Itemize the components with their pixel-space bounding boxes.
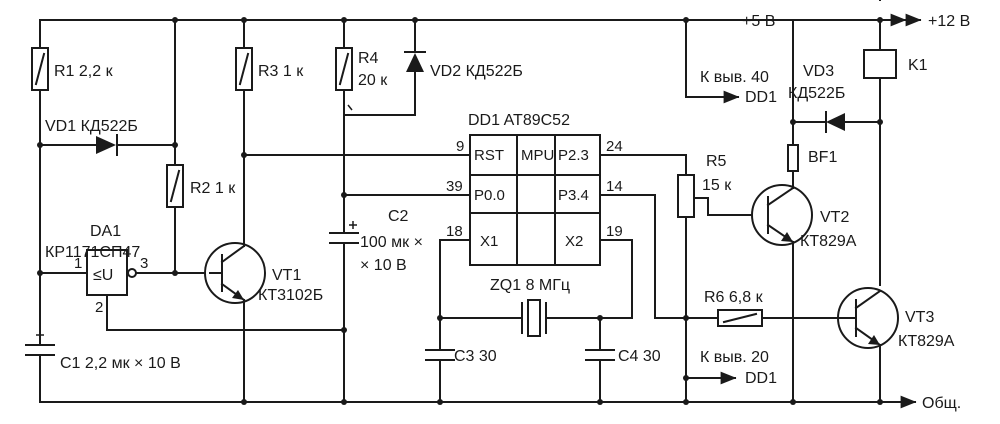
c1-capacitor	[25, 331, 55, 403]
zq1-crystal	[439, 299, 633, 337]
r2-resistor	[166, 164, 184, 274]
dd1-p00: P0.0	[474, 187, 505, 204]
da1-name: DA1	[90, 223, 121, 240]
r4-resistor	[335, 17, 353, 234]
vt1-transistor	[204, 154, 266, 403]
r1-resistor	[31, 19, 49, 346]
r5-label: R5	[706, 153, 727, 170]
c1-label: C1 2,2 мк × 10 В	[60, 355, 181, 372]
bf1-label: BF1	[808, 149, 837, 166]
c2-voltage: × 10 В	[360, 257, 407, 274]
dd1-rst: RST	[474, 147, 504, 164]
vd2-label: VD2 КД522Б	[430, 63, 523, 80]
plus5v-label: +5 В	[742, 13, 775, 30]
dd1-pin14: 14	[606, 178, 623, 195]
dd1-p34: P3.4	[558, 187, 589, 204]
vt2-type: КТ829А	[800, 233, 857, 250]
da1-pin3: 3	[140, 255, 148, 272]
dd1-mpu: MPU	[521, 147, 554, 164]
r2-label: R2 1 к	[190, 180, 236, 197]
vd3-diode	[792, 111, 881, 133]
vt2-transistor	[751, 184, 813, 403]
dd1-microcontroller	[469, 134, 601, 266]
vt1-label: VT1	[272, 267, 301, 284]
c2-value: 100 мк ×	[360, 234, 423, 251]
r4-value: 20 к	[358, 72, 388, 89]
pin20-dd1: DD1	[745, 370, 777, 387]
pin40-dd1: DD1	[745, 89, 777, 106]
r6-label: R6 6,8 к	[704, 289, 764, 306]
ground-label: Общ.	[922, 395, 961, 412]
r6-resistor	[717, 309, 841, 327]
vd1-diode	[39, 134, 176, 156]
dd1-name: DD1 AT89C52	[468, 112, 570, 129]
r5-resistor	[677, 174, 761, 403]
vt1-type: КТ3102Б	[258, 287, 323, 304]
vt3-label: VT3	[905, 309, 934, 326]
c3-capacitor	[425, 349, 455, 403]
c4-label: C4 30	[618, 348, 661, 365]
dd1-p23: P2.3	[558, 147, 589, 164]
vd3-label: VD3	[803, 63, 834, 80]
vd2-diode	[404, 17, 426, 116]
r1-label: R1 2,2 к	[54, 63, 114, 80]
da1-supervisor	[39, 249, 345, 331]
r5-value: 15 к	[702, 177, 732, 194]
vd3-type: КД522Б	[788, 85, 845, 102]
c2-label: C2	[388, 208, 409, 225]
dd1-x1: X1	[480, 233, 498, 250]
vt3-type: КТ829А	[898, 333, 955, 350]
da1-pin2: 2	[95, 299, 103, 316]
dd1-pin39: 39	[446, 178, 463, 195]
da1-symbol: ≤U	[93, 267, 113, 284]
zq1-label: ZQ1 8 МГц	[490, 277, 570, 294]
pin20-label: К выв. 20	[700, 349, 769, 366]
c4-capacitor	[585, 349, 615, 403]
bf1-buzzer	[787, 19, 799, 189]
dd1-pin24: 24	[606, 138, 623, 155]
r3-label: R3 1 к	[258, 63, 304, 80]
pin40-label: К выв. 40	[700, 69, 769, 86]
c3-label: C3 30	[454, 348, 497, 365]
da1-type: КР1171СП47	[45, 244, 140, 261]
dd1-pin9: 9	[456, 138, 464, 155]
r3-resistor	[235, 17, 253, 156]
plus12v-label: +12 В	[928, 13, 970, 30]
k1-relay	[863, 17, 897, 286]
da1-pin1: 1	[74, 255, 82, 272]
vd1-label: VD1 КД522Б	[45, 118, 138, 135]
k1-label: K1	[908, 57, 928, 74]
dd1-x2: X2	[565, 233, 583, 250]
c2-capacitor	[329, 221, 359, 403]
r4-label: R4	[358, 50, 379, 67]
dd1-pin19: 19	[606, 223, 623, 240]
vt2-label: VT2	[820, 209, 849, 226]
dd1-pin18: 18	[446, 223, 463, 240]
vt3-transistor	[837, 287, 899, 403]
